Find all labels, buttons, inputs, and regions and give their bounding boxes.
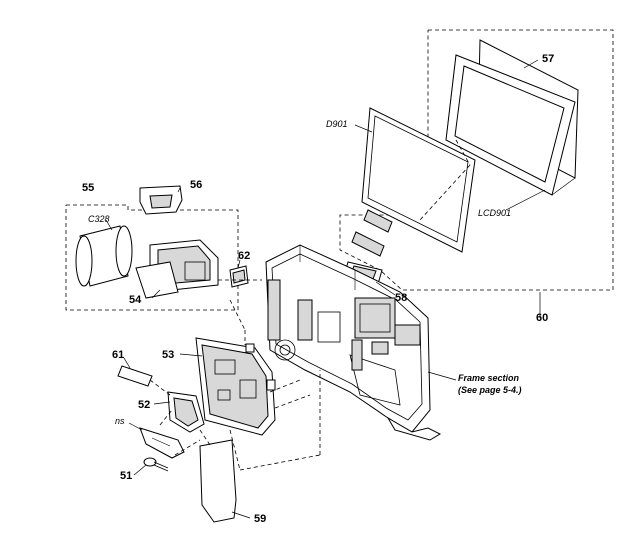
flex-sheet-59: [199, 439, 237, 523]
capacitor-c328: [75, 225, 133, 287]
label-56: 56: [190, 179, 202, 191]
label-lcd901: LCD901: [478, 208, 511, 218]
label-54: 54: [129, 294, 142, 306]
lcd-panel-57: [445, 39, 579, 196]
circuit-board-53: [195, 337, 276, 436]
label-60: 60: [536, 312, 548, 324]
label-61: 61: [112, 349, 124, 361]
frame-section: [265, 244, 442, 441]
label-53: 53: [162, 349, 174, 361]
label-62: 62: [238, 250, 250, 262]
label-59: 59: [254, 513, 266, 525]
flash-unit-54: [135, 239, 219, 299]
projection-line: [455, 139, 471, 166]
backlight-d901: [351, 107, 476, 257]
label-52: 52: [138, 399, 150, 411]
plate-61: [117, 365, 153, 387]
bracket-56: [139, 185, 183, 215]
chip-62: [229, 265, 249, 288]
assembly-lines: [149, 279, 321, 471]
label-frame-section-ref: (See page 5-4.): [458, 385, 522, 395]
plate-ns: [139, 427, 185, 459]
label-58: 58: [395, 292, 407, 304]
label-55: 55: [82, 182, 94, 194]
label-57: 57: [542, 53, 554, 65]
bracket-52: [167, 391, 205, 433]
projection-line: [419, 164, 471, 221]
label-ns: ns: [115, 416, 125, 426]
label-d901: D901: [326, 119, 348, 129]
leader-lines: [105, 59, 546, 519]
label-frame-section: Frame section: [458, 373, 520, 383]
group-55-outline: [65, 204, 239, 311]
label-51: 51: [120, 470, 132, 482]
label-c328: C328: [88, 214, 110, 224]
screw-51: [143, 457, 169, 472]
